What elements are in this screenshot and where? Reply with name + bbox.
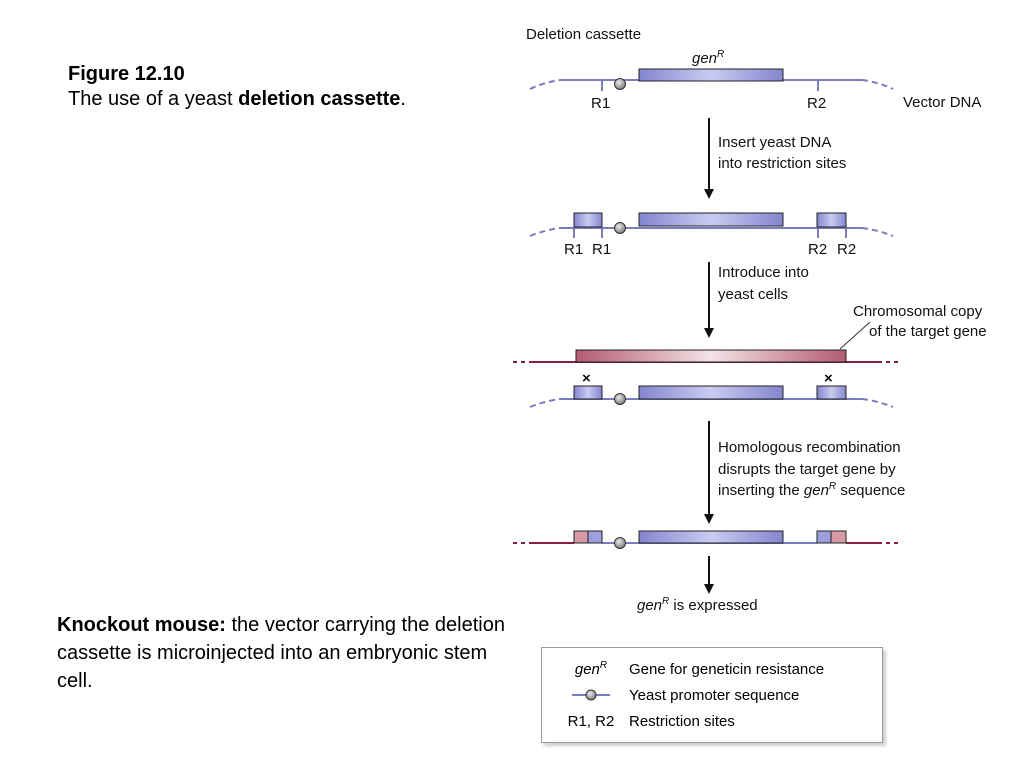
legend-sites-key: R1, R2 — [567, 713, 615, 730]
legend: genR Gene for geneticin resistance Yeast… — [541, 647, 883, 743]
knockout-note: Knockout mouse: the vector carrying the … — [57, 611, 517, 695]
yeast-dna-right-box — [816, 212, 847, 228]
promoter-icon — [614, 78, 626, 90]
vector3-dashed-right — [861, 398, 894, 408]
vector3-dashed-left — [529, 398, 561, 408]
step1-line1: Insert yeast DNA — [718, 134, 831, 151]
r1-label: R1 — [591, 95, 610, 112]
recomb-yeast-fragment-right — [816, 530, 832, 544]
vector2-dashed-left — [529, 227, 561, 237]
recombined-row — [513, 530, 900, 549]
vector-dashed-left — [529, 79, 561, 90]
gene-box-3 — [638, 385, 784, 400]
r1-label-a: R1 — [564, 241, 583, 258]
figure-caption: Figure 12.10 The use of a yeast deletion… — [68, 62, 406, 112]
caption-bold-term: deletion cassette — [238, 88, 401, 110]
promoter-icon-2 — [614, 222, 626, 234]
r2-label-a: R2 — [808, 241, 827, 258]
r1-label-b: R1 — [592, 241, 611, 258]
legend-gene-key: genR — [574, 660, 608, 679]
recomb-yeast-fragment-left — [587, 530, 603, 544]
caption-text: The use of a yeast — [68, 88, 239, 110]
step3-line1: Homologous recombination — [718, 439, 901, 456]
chromosome-callout-line — [839, 321, 871, 350]
yeast-dna-right-box-3 — [816, 385, 847, 400]
caption-period: . — [400, 88, 406, 110]
vector-row-3 — [529, 385, 894, 408]
chromosome-row — [513, 349, 900, 363]
chromosome-label-line1: Chromosomal copy — [853, 303, 983, 320]
crossover-mark-right: × — [824, 370, 833, 387]
r2-label-b: R2 — [837, 241, 856, 258]
vector-dna-label: Vector DNA — [903, 94, 981, 111]
legend-sites-desc: Restriction sites — [629, 713, 735, 730]
expressed-label: genR is expressed — [637, 596, 758, 614]
cassette-title: Deletion cassette — [526, 26, 641, 43]
knockout-text: the vector carrying the deletion cassett… — [57, 614, 505, 692]
step1-line2: into restriction sites — [718, 155, 846, 172]
vector-row-1: genR R1 R2 Vector DNA — [529, 49, 981, 112]
promoter-icon-4 — [614, 537, 626, 549]
step3-line3: inserting the genR sequence — [718, 481, 905, 499]
step2-line2: yeast cells — [718, 286, 788, 303]
vector-row-2: R1 R1 R2 R2 — [529, 212, 894, 258]
promoter-legend-icon — [556, 687, 626, 707]
gene-box-2 — [638, 212, 784, 227]
gene-box-4 — [638, 530, 784, 544]
step3-line2: disrupts the target gene by — [718, 461, 896, 478]
legend-gene-desc: Gene for geneticin resistance — [629, 661, 825, 678]
gene-label: genR — [692, 49, 724, 67]
chromosome-label-line2: of the target gene — [869, 323, 987, 340]
target-gene-box — [575, 349, 847, 363]
figure-description: The use of a yeast deletion cassette. — [68, 87, 406, 112]
gene-box — [638, 68, 784, 82]
r2-label: R2 — [807, 95, 826, 112]
step2-line1: Introduce into — [718, 264, 809, 281]
legend-promoter-desc: Yeast promoter sequence — [629, 687, 800, 704]
recomb-chrom-fragment-right — [830, 530, 847, 544]
recomb-chrom-fragment-left — [573, 530, 589, 544]
yeast-dna-left-box-3 — [573, 385, 603, 400]
vector2-dashed-right — [861, 227, 894, 237]
promoter-icon-3 — [614, 393, 626, 405]
figure-label: Figure 12.10 — [68, 63, 185, 85]
crossover-mark-left: × — [582, 370, 591, 387]
knockout-term: Knockout mouse: — [57, 614, 226, 636]
vector-dashed-right — [861, 79, 894, 90]
yeast-dna-left-box — [573, 212, 603, 228]
